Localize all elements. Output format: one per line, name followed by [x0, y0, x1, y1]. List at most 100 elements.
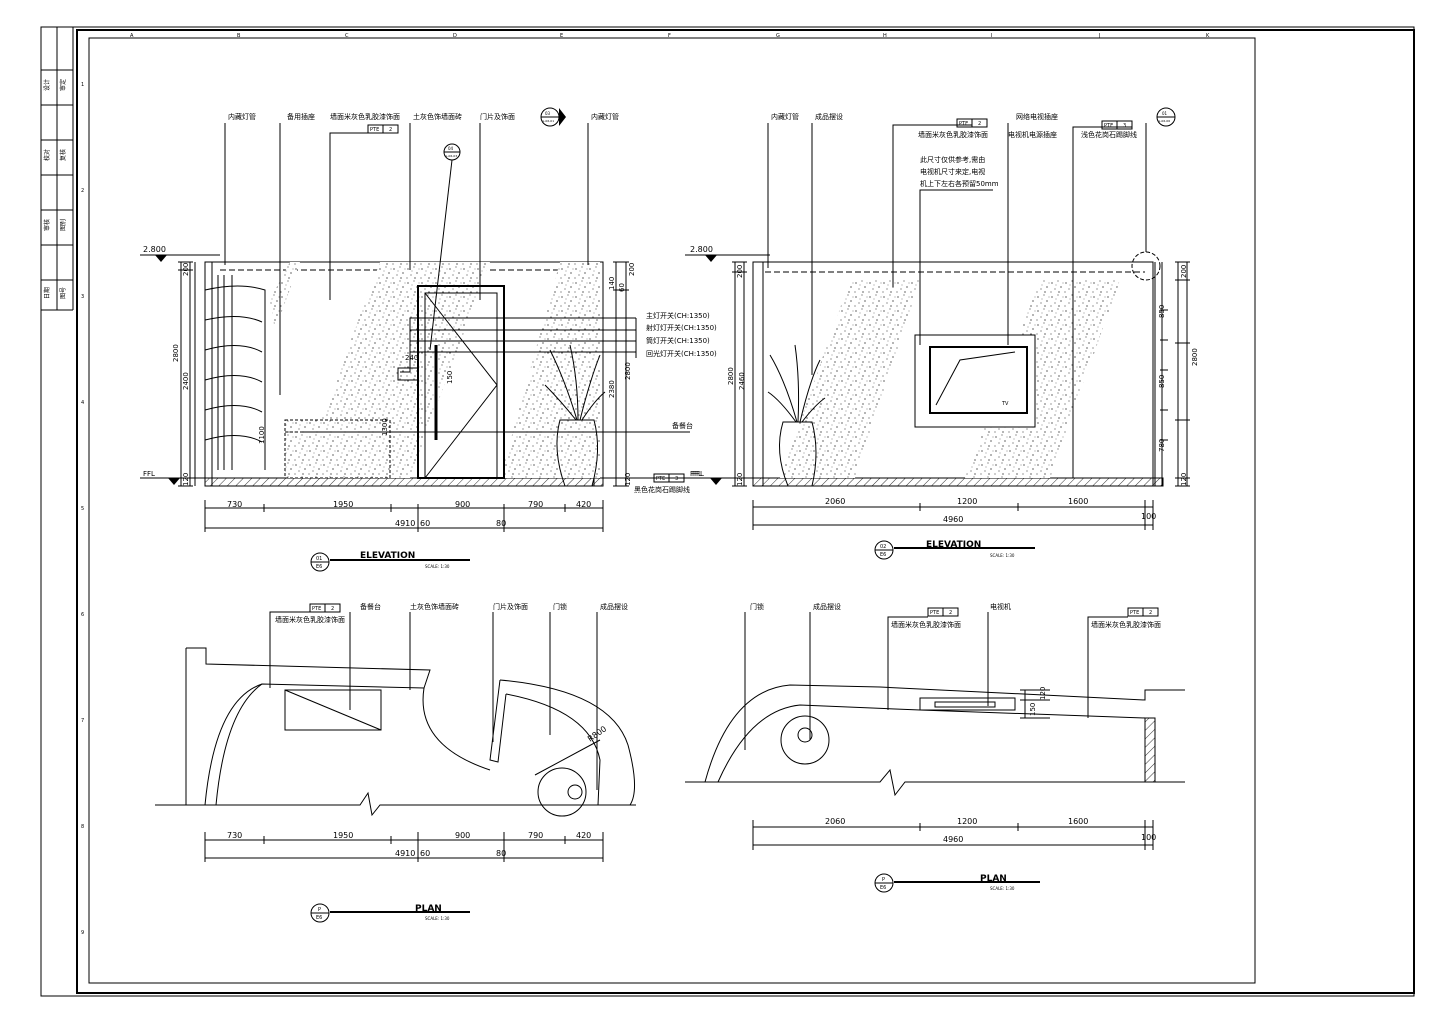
grid-mark-left-9: 9 — [81, 930, 84, 936]
plan-right-pte2-num: 2 — [1149, 610, 1152, 616]
plan-dim-790: 790 — [528, 831, 543, 840]
dim-small-80: 80 — [496, 519, 506, 528]
grid-mark-top-j: J — [1098, 33, 1100, 39]
break-line-right — [685, 768, 1185, 797]
dim-left-120: 120 — [182, 473, 190, 486]
tv-note: 此尺寸仅供参考,需由 电视机尺寸来定,电视 机上下左右各预留50mm — [920, 155, 999, 188]
title-value-3: 图别 — [59, 219, 67, 231]
pte-tag-num: 2 — [389, 127, 392, 133]
plan-dim-420: 420 — [576, 831, 591, 840]
switch-spot: 射灯灯开关(CH:1350) — [646, 323, 717, 332]
plan-callout-sideboard: 备餐台 — [360, 602, 381, 611]
grid-mark-top-i: I — [991, 33, 992, 39]
plan-right-pte2-code: PTE — [1130, 610, 1139, 616]
switch-labels: 主灯开关(CH:1350) 射灯灯开关(CH:1350) 筒灯开关(CH:135… — [646, 311, 717, 358]
drapery — [204, 275, 266, 470]
view-label: ELEVATION — [360, 551, 415, 561]
dim-inner-1300: 1300 — [381, 418, 389, 436]
plan-right-pte-num: 2 — [949, 610, 952, 616]
switch-return: 回光灯开关(CH:1350) — [646, 349, 717, 358]
grid-mark-top-f: F — [668, 33, 671, 39]
tv-note-line-3: 机上下左右各预留50mm — [920, 179, 999, 188]
dim-right-200: 200 — [628, 263, 636, 276]
detail-tag-top: 01 — [1162, 111, 1168, 116]
plan-right-dim-100: 100 — [1141, 833, 1156, 842]
grid-mark-left-5: 5 — [81, 506, 84, 512]
dim-right-elev-2060: 2060 — [825, 497, 845, 506]
grid-mark-top-b: B — [237, 33, 241, 39]
pte-tag-code-right: PTE — [959, 121, 968, 127]
title-cell-1: 设计 — [43, 79, 51, 91]
title-value-4: 图号 — [60, 287, 67, 299]
title-cell-2: 校对 — [43, 149, 51, 161]
dim-bottom-900: 900 — [455, 500, 470, 509]
plan-dim-730: 730 — [227, 831, 242, 840]
plan-left-wall — [186, 647, 431, 806]
title-block: 设计 校对 审核 日期 审定 复核 图别 图号 — [40, 27, 74, 311]
dim-bottom-730: 730 — [227, 500, 242, 509]
dim-right-elev-1200: 1200 — [957, 497, 977, 506]
title-cell-3: 审核 — [43, 219, 51, 231]
level-label-left: 2.800 — [143, 245, 166, 254]
dim-right-elev-right-200: 200 — [1180, 265, 1188, 278]
baseboard-left — [204, 477, 604, 487]
view-sheet: E6 — [316, 564, 322, 570]
dim-right-elev-right-2800: 2800 — [1191, 348, 1199, 366]
stone-pattern-right — [780, 280, 920, 478]
view-scale-right: SCALE: 1:30 — [990, 553, 1015, 558]
vase — [556, 419, 599, 487]
dim-inner-150: 150 — [446, 371, 454, 384]
callout-network-socket: 网络电视插座 — [1016, 112, 1058, 121]
door-tag-bottom: G-06-03 — [445, 154, 457, 158]
callout-hidden-lamp-right: 内藏灯管 — [771, 112, 799, 121]
grid-mark-left-4: 4 — [81, 400, 84, 406]
plan-callout-decor: 成品摆设 — [600, 602, 628, 611]
dim-right-60: 60 — [618, 283, 626, 292]
dim-right-120: 120 — [624, 473, 632, 486]
plan-left: R800 墙面米灰色乳胶漆饰面 备餐台 土灰色饰墙面砖 门片及饰面 门锁 成品摆… — [155, 602, 636, 923]
plan-right-callout-lock: 门锁 — [750, 602, 764, 611]
door-swing — [422, 687, 491, 771]
base-label: 黑色花岗石踢脚线 — [634, 485, 690, 494]
plan-view-scale: SCALE: 1:30 — [425, 916, 450, 921]
dim-right-elev-1600: 1600 — [1068, 497, 1088, 506]
view-scale: SCALE: 1:30 — [425, 564, 450, 569]
dim-right-elev-right-780: 780 — [1158, 439, 1166, 452]
plan-right-dim-150: 150 — [1029, 703, 1037, 716]
plan-right-view-sheet: E6 — [880, 885, 886, 891]
dim-right-elev-right-850b: 850 — [1158, 375, 1166, 388]
plan-right-callout-tv: 电视机 — [990, 602, 1011, 611]
callout-tv-socket: 电视机电源插座 — [1008, 130, 1057, 139]
plan-right-wall — [704, 684, 1185, 783]
pte-tag-code: PTE — [370, 127, 379, 133]
plan-curve-wall — [499, 679, 635, 806]
grid-mark-top-h: H — [883, 33, 887, 39]
plan-right-dim-2060: 2060 — [825, 817, 845, 826]
grid-mark-left-1: 1 — [81, 82, 84, 88]
callout-decor: 成品摆设 — [815, 112, 843, 121]
detail-ring — [1131, 251, 1161, 281]
plan-dim-900: 900 — [455, 831, 470, 840]
pte3-tag-num: 3 — [1123, 123, 1126, 129]
grid-mark-top-g: G — [776, 33, 780, 39]
pte-tag-num-right: 2 — [978, 121, 981, 127]
plan-view-num: P — [318, 907, 321, 913]
grid-mark-top-a: A — [130, 33, 134, 39]
plan-right-view-num: P — [882, 877, 885, 883]
grid-marks: A B C D E F G H I J K 1 2 3 4 5 6 7 8 9 — [81, 33, 1210, 936]
break-line-left — [155, 791, 636, 817]
base-tag-code: PTE — [656, 476, 665, 482]
callout-labels-right: 内藏灯管 成品摆设 墙面米灰色乳胶漆饰面 网络电视插座 电视机电源插座 浅色花岗… — [771, 112, 1137, 139]
callout-wall-paint: 墙面米灰色乳胶漆饰面 — [330, 112, 400, 121]
plan-tv — [919, 697, 1016, 711]
plan-callout-door: 门片及饰面 — [493, 602, 528, 611]
plan-dim-1950: 1950 — [333, 831, 353, 840]
callout-wall-tile: 土灰色饰墙面砖 — [413, 112, 462, 121]
plan-right-view-label: PLAN — [980, 874, 1007, 884]
level-label-right: 2.800 — [690, 245, 713, 254]
drawing-frame — [88, 37, 1256, 984]
dim-right-elev-100: 100 — [1141, 512, 1156, 521]
grid-mark-left-6: 6 — [81, 612, 84, 618]
plan-callout-tile: 土灰色饰墙面砖 — [410, 602, 459, 611]
dim-bottom-1950: 1950 — [333, 500, 353, 509]
